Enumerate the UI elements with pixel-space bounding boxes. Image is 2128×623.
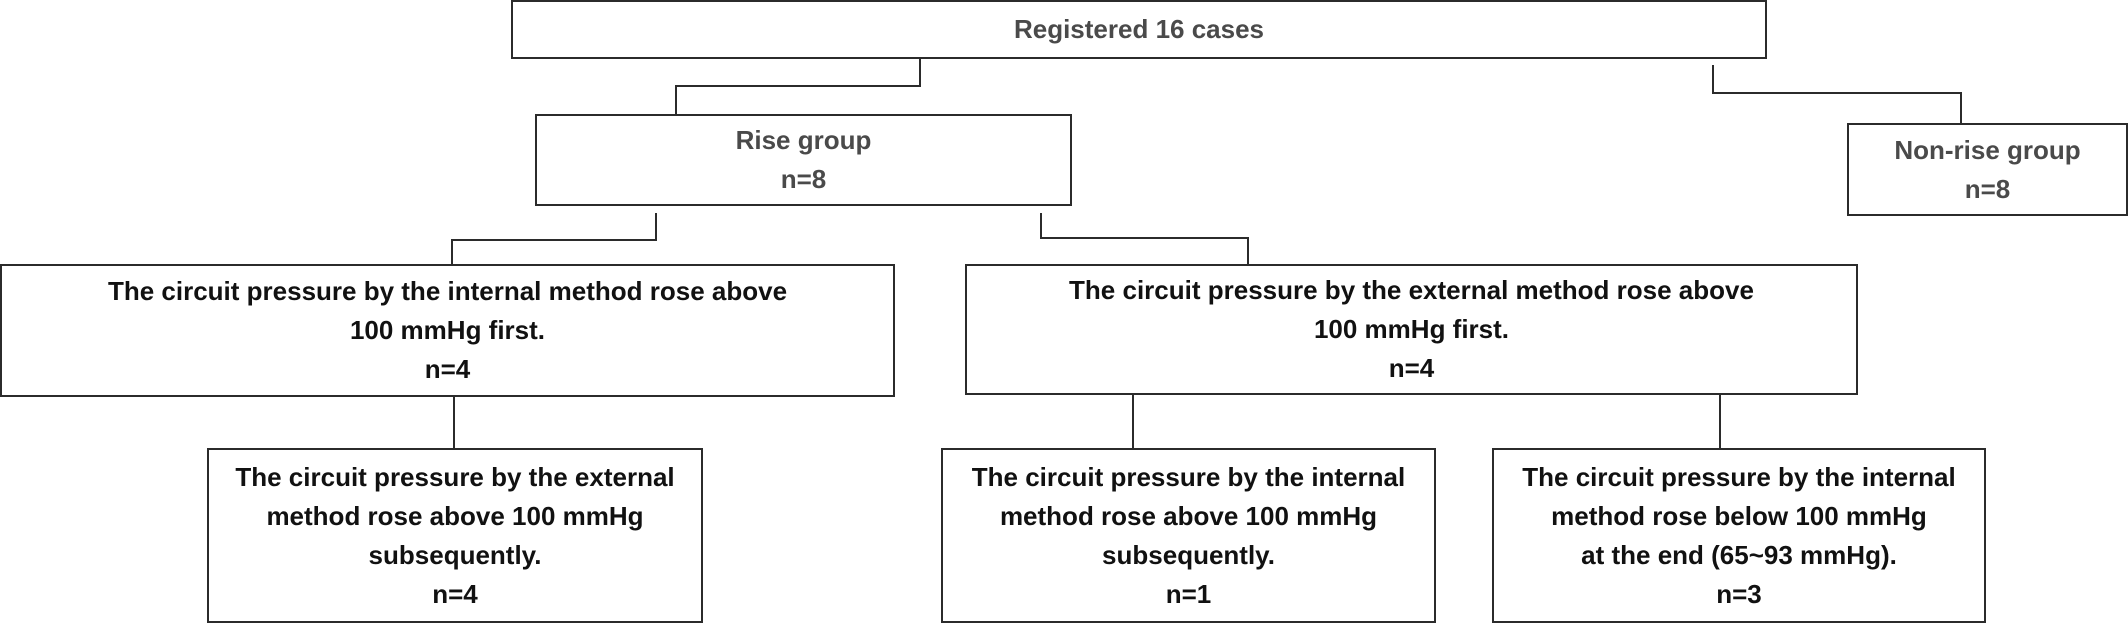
node-external-first: The circuit pressure by the external met… [965, 264, 1858, 395]
node-text-line-3: subsequently. [368, 539, 542, 570]
node-rise-group: Rise group n=8 [535, 114, 1072, 206]
node-text-line-2: 100 mmHg first. [1313, 314, 1510, 344]
node-text-line-2: 100 mmHg first. [349, 315, 546, 345]
node-non-rise-group: Non-rise group n=8 [1847, 123, 2128, 216]
node-registered-cases: Registered 16 cases [511, 0, 1767, 59]
node-count: n=8 [1964, 173, 2011, 204]
node-count: n=4 [432, 578, 478, 609]
node-title: Rise group [735, 125, 872, 155]
node-text-line-1: The circuit pressure by the internal met… [107, 276, 788, 306]
node-internal-subsequent: The circuit pressure by the internal met… [941, 448, 1436, 623]
node-text: Registered 16 cases [1013, 14, 1265, 44]
node-internal-below: The circuit pressure by the internal met… [1492, 448, 1986, 623]
node-text-line-1: The circuit pressure by the internal [971, 461, 1406, 492]
node-count: n=4 [1388, 353, 1435, 383]
node-text-line-2: method rose above 100 mmHg [999, 500, 1378, 531]
node-text-line-3: at the end (65~93 mmHg). [1581, 539, 1897, 570]
node-text-line-1: The circuit pressure by the external [235, 461, 675, 492]
node-text-line-2: method rose below 100 mmHg [1551, 500, 1927, 531]
node-title: Non-rise group [1894, 134, 2081, 165]
node-count: n=4 [424, 354, 471, 384]
node-count: n=8 [780, 164, 827, 194]
edge-rise-external-first [1040, 213, 1249, 264]
node-text-line-1: The circuit pressure by the external met… [1069, 275, 1754, 305]
node-internal-first: The circuit pressure by the internal met… [0, 264, 895, 397]
node-count: n=1 [1165, 578, 1212, 609]
node-text-line-3: subsequently. [1102, 539, 1275, 570]
edge-registered-rise [675, 59, 921, 114]
node-text-line-2: method rose above 100 mmHg [266, 500, 644, 531]
edge-rise-internal-first [451, 213, 657, 264]
node-external-subsequent: The circuit pressure by the external met… [207, 448, 703, 623]
node-text-line-1: The circuit pressure by the internal [1522, 461, 1956, 492]
node-count: n=3 [1716, 578, 1762, 609]
edge-registered-nonrise [1712, 65, 1962, 123]
